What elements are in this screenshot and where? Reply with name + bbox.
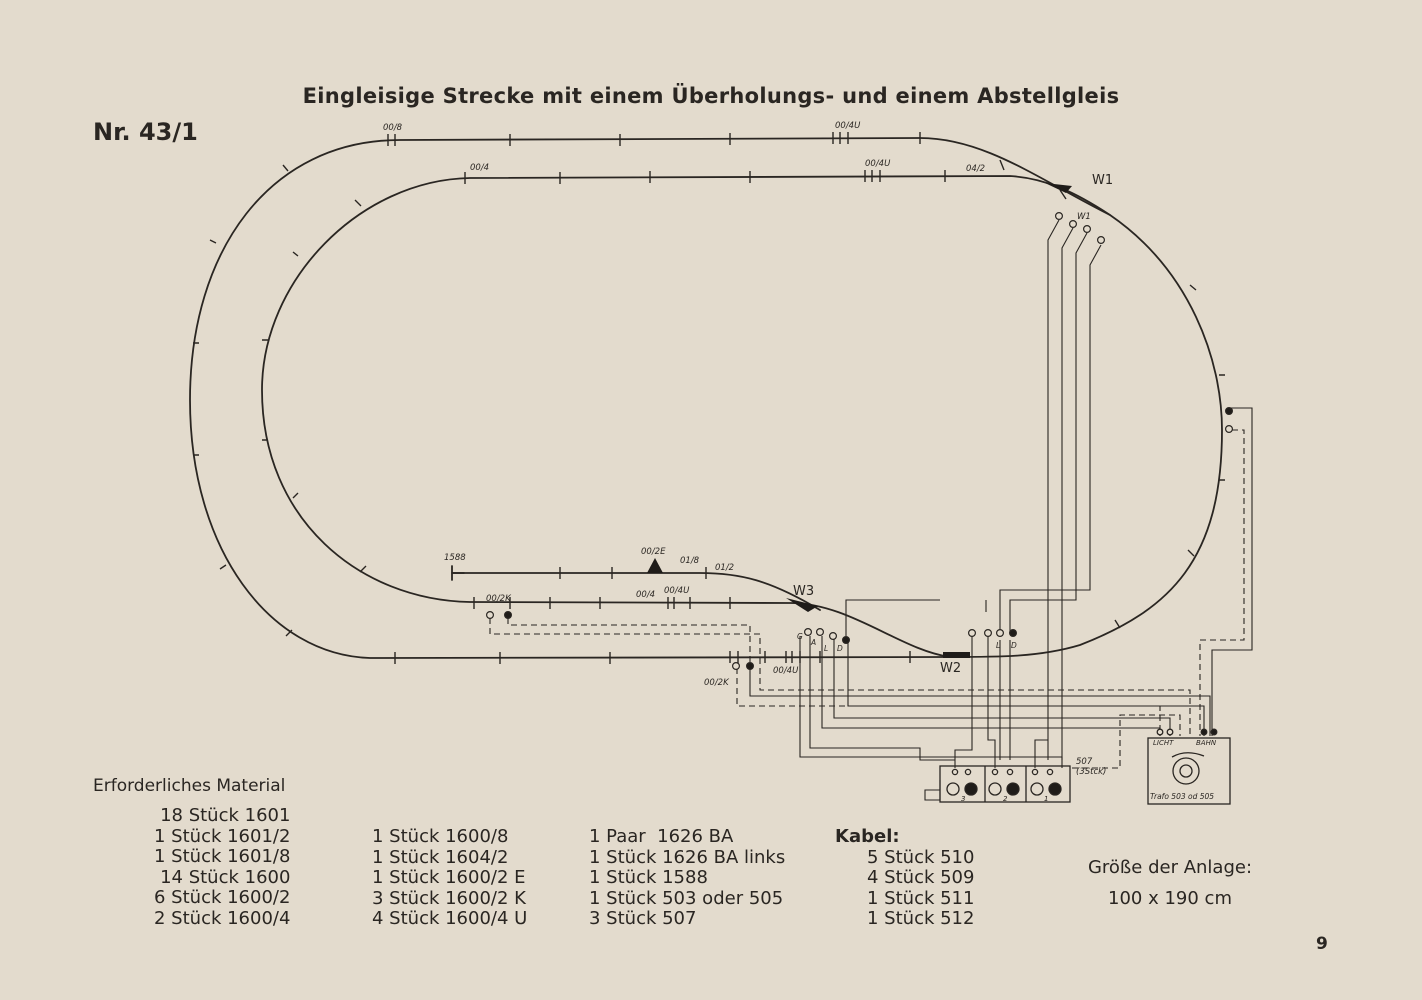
label-inner-00-4: 00/4	[470, 163, 489, 173]
switch-motors	[647, 183, 1072, 658]
label-sw-g: G	[797, 632, 803, 641]
label-inner-04-2: 04/2	[966, 164, 985, 174]
w2-motor-icon	[943, 652, 970, 658]
label-outer-00-4u: 00/4U	[835, 121, 861, 131]
material-column-1: 18 Stück 1601 1 Stück 1601/2 1 Stück 160…	[154, 805, 291, 930]
layout-size: Größe der Anlage: 100 x 190 cm	[1060, 852, 1280, 914]
label-box-3: 3	[961, 795, 965, 803]
transformer-icon	[1147, 728, 1231, 805]
label-bottom-00-2k: 00/2K	[704, 678, 730, 688]
dashed-wiring	[489, 429, 1245, 769]
label-outer-00-8: 00/8	[383, 123, 403, 133]
material-item: 1 Stück 1600/8	[372, 826, 509, 847]
label-sw-l: L	[824, 644, 828, 653]
page-title: Eingleisige Strecke mit einem Überholung…	[302, 84, 1120, 108]
label-sw-l2: L	[996, 641, 1000, 650]
signal-icon	[647, 558, 663, 573]
label-507-qty: (3Stck)	[1076, 767, 1106, 777]
switch-box-507	[939, 765, 1071, 803]
siding-track	[451, 572, 821, 611]
cable-item: 5 Stück 510	[867, 846, 975, 868]
material-item: 3 Stück 507	[589, 908, 697, 930]
material-item: 1 Paar 1626 BA	[589, 826, 734, 847]
material-column-3: 1 Paar 1626 BA 1 Stück 1626 BA links 1 S…	[589, 826, 786, 930]
size-label: Größe der Anlage:	[1087, 857, 1253, 878]
w1-motor-icon	[1045, 183, 1072, 193]
material-item: 1 Stück 1626 BA links	[589, 846, 786, 868]
material-item: 1 Stück 1601/2	[154, 825, 291, 847]
material-item: 14 Stück 1600	[160, 866, 291, 888]
label-w2: W2	[940, 661, 961, 676]
label-w1-small: W1	[1077, 212, 1091, 222]
material-item: 1 Stück 1588	[589, 867, 708, 889]
label-w3: W3	[793, 584, 814, 599]
label-signal-00-2e: 00/2E	[641, 547, 666, 557]
label-passing-00-4u: 00/4U	[664, 586, 690, 596]
inner-track	[261, 175, 1111, 658]
cable-item: 1 Stück 512	[867, 908, 975, 930]
material-item: 3 Stück 1600/2 K	[372, 887, 526, 909]
label-trafo: Trafo 503 od 505	[1150, 792, 1214, 801]
label-sw-d2: D	[1011, 641, 1017, 650]
label-sw-d: D	[837, 644, 843, 653]
cable-column: Kabel: 5 Stück 510 4 Stück 509 1 Stück 5…	[835, 826, 975, 930]
size-value: 100 x 190 cm	[1108, 888, 1232, 909]
wiring	[749, 219, 1253, 801]
label-bottom-00-4u: 00/4U	[773, 666, 799, 676]
label-sw-a: A	[810, 638, 816, 647]
material-column-2: 1 Stück 1600/8 1 Stück 1604/2 1 Stück 16…	[372, 826, 528, 930]
material-item: 1 Stück 1600/2 E	[372, 867, 526, 889]
track-joints	[193, 132, 1225, 664]
label-bahn: BAHN	[1196, 739, 1217, 747]
label-01-8: 01/8	[680, 556, 700, 566]
label-licht: LICHT	[1153, 739, 1174, 747]
material-item: 1 Stück 1601/8	[154, 846, 291, 868]
cable-heading: Kabel:	[835, 826, 900, 847]
contacts	[486, 212, 1233, 670]
buffer-stop-icon	[451, 565, 465, 581]
cable-item: 1 Stück 511	[867, 887, 975, 909]
label-w1: W1	[1092, 173, 1113, 188]
material-item: 1 Stück 1604/2	[372, 846, 509, 868]
plan-number: Nr. 43/1	[93, 118, 198, 146]
label-buffer-1588: 1588	[444, 553, 466, 563]
label-passing-00-2k: 00/2K	[486, 594, 512, 604]
material-item: 2 Stück 1600/4	[154, 907, 291, 929]
w3-motor-icon	[786, 598, 818, 612]
material-item: 1 Stück 503 oder 505	[589, 887, 784, 909]
outer-track	[189, 137, 1223, 659]
material-heading: Erforderliches Material	[93, 776, 286, 796]
label-box-2: 2	[1003, 795, 1008, 803]
label-01-2: 01/2	[715, 563, 734, 573]
label-507: 507	[1076, 757, 1093, 767]
label-inner-00-4u: 00/4U	[865, 159, 891, 169]
material-item: 6 Stück 1600/2	[154, 887, 291, 909]
label-passing-00-4: 00/4	[636, 590, 655, 600]
label-box-1: 1	[1044, 795, 1048, 803]
material-item: 4 Stück 1600/4 U	[372, 908, 528, 930]
page-number: 9	[1316, 934, 1328, 954]
material-item: 18 Stück 1601	[160, 805, 291, 826]
cable-item: 4 Stück 509	[867, 867, 975, 889]
